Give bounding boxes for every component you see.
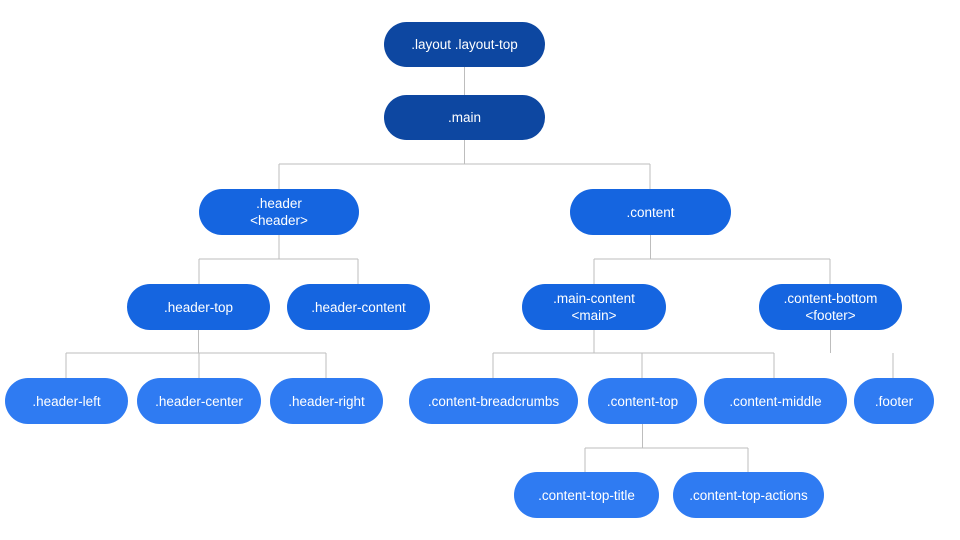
- node-label: .content-top-title: [538, 487, 635, 503]
- node-header-top: .header-top: [127, 284, 270, 330]
- node-label: .content-top-actions: [689, 487, 808, 503]
- node-label: .content-bottom: [783, 291, 878, 306]
- node-main-content: .main-content <main>: [522, 284, 666, 330]
- node-label: .layout .layout-top: [411, 37, 518, 52]
- node-label: .header-left: [32, 393, 101, 409]
- node-label: .header-top: [163, 299, 234, 315]
- node-content-top-actions: .content-top-actions: [673, 472, 824, 518]
- node-header-left: .header-left: [5, 378, 128, 424]
- node-label: .header-center: [155, 393, 243, 409]
- node-content: .content: [570, 189, 731, 235]
- node-label: .footer: [874, 393, 914, 409]
- node-label: .header-right: [288, 393, 365, 409]
- node-label: .main-content: [553, 291, 635, 306]
- node-content-bottom: .content-bottom <footer>: [759, 284, 902, 330]
- node-label: <footer>: [805, 308, 856, 323]
- node-content-middle: .content-middle: [704, 378, 847, 424]
- node-header-content: .header-content: [287, 284, 430, 330]
- node-label: .content-top: [606, 393, 679, 409]
- node-content-breadcrumbs: .content-breadcrumbs: [409, 378, 578, 424]
- node-label: .content-breadcrumbs: [427, 393, 560, 409]
- node-label: .content: [626, 204, 675, 220]
- node-label: <main>: [571, 308, 617, 323]
- node-main: .main: [384, 95, 545, 140]
- node-label: .main: [447, 110, 481, 125]
- node-content-top-title: .content-top-title: [514, 472, 659, 518]
- node-header-center: .header-center: [137, 378, 261, 424]
- node-content-top: .content-top: [588, 378, 697, 424]
- node-header: .header <header>: [199, 189, 359, 235]
- node-footer: .footer: [854, 378, 934, 424]
- node-label: <header>: [250, 213, 308, 228]
- node-header-right: .header-right: [270, 378, 383, 424]
- node-layout: .layout .layout-top: [384, 22, 545, 67]
- node-label: .content-middle: [729, 393, 822, 409]
- node-label: .header-content: [311, 299, 406, 315]
- node-label: .header: [256, 196, 302, 211]
